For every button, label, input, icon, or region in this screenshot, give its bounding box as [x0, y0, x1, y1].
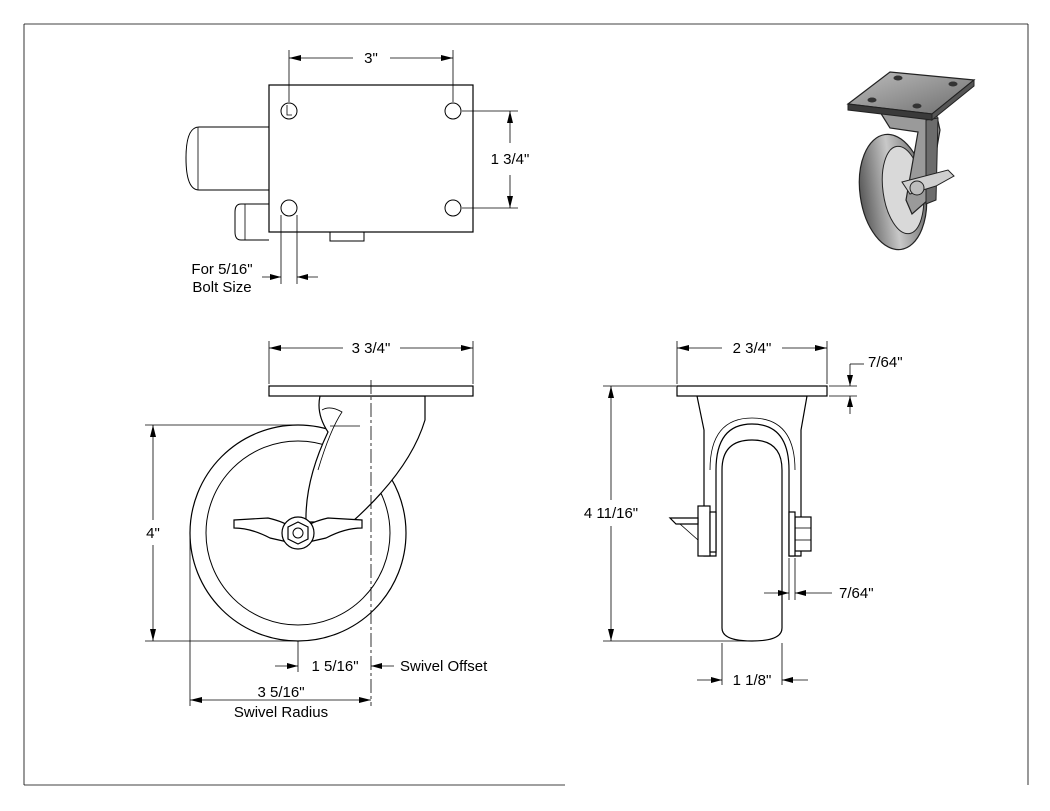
dim-label: Swivel Offset — [400, 658, 488, 675]
fork-front — [696, 395, 808, 557]
top-plate — [268, 84, 474, 233]
bolt-hole — [444, 102, 462, 120]
top-view — [185, 50, 518, 284]
dim-overall-height-side: 4" — [146, 425, 160, 641]
dim-label: 3 3/4" — [352, 340, 391, 357]
dim-label: For 5/16" — [191, 261, 252, 278]
isometric-view — [846, 71, 976, 251]
dim-label: 4" — [146, 525, 160, 542]
dim-fork-thickness: 7/64" — [764, 585, 874, 602]
drawing-frame — [23, 23, 1029, 786]
dim-label: Bolt Size — [192, 279, 251, 296]
front-plate — [676, 385, 828, 397]
wheel-front — [721, 439, 783, 642]
dim-overall-height-front: 4 11/16" — [584, 386, 638, 641]
dim-hole-spacing-horizontal: 3" — [289, 50, 453, 67]
dim-label: 1 1/8" — [733, 672, 772, 689]
dim-label: 2 3/4" — [733, 340, 772, 357]
bolt-hole — [280, 199, 298, 217]
dim-swivel-offset: 1 5/16" Swivel Offset — [275, 658, 488, 675]
front-view — [603, 341, 857, 685]
side-view — [145, 341, 474, 706]
dim-label: 7/64" — [868, 354, 903, 371]
dim-swivel-radius: 3 5/16" Swivel Radius — [190, 684, 371, 721]
dim-label: 3 5/16" — [257, 684, 304, 701]
wheel-inner — [205, 440, 391, 626]
dim-plate-width-front: 2 3/4" — [677, 340, 827, 357]
dim-label: 1 5/16" — [311, 658, 358, 675]
bolt-hole — [280, 102, 298, 120]
dim-label: 4 11/16" — [584, 505, 638, 522]
bolt-hole — [444, 199, 462, 217]
dim-plate-thickness: 7/64" — [847, 354, 903, 414]
brake-pedal — [668, 517, 699, 525]
dim-hole-spacing-vertical: 1 3/4" — [491, 111, 530, 208]
dim-label: 7/64" — [839, 585, 874, 602]
dim-label: 1 3/4" — [491, 151, 530, 168]
axle-washer-left — [697, 505, 711, 557]
axle-nut — [287, 521, 309, 545]
dim-label: 3" — [364, 50, 378, 67]
axle-nut-right — [794, 516, 812, 552]
fork — [305, 395, 426, 523]
dim-bolt-size: For 5/16" Bolt Size — [191, 261, 318, 296]
dim-plate-width: 3 3/4" — [269, 340, 473, 357]
dim-wheel-width: 1 1/8" — [697, 672, 808, 689]
dim-label: Swivel Radius — [234, 704, 328, 721]
